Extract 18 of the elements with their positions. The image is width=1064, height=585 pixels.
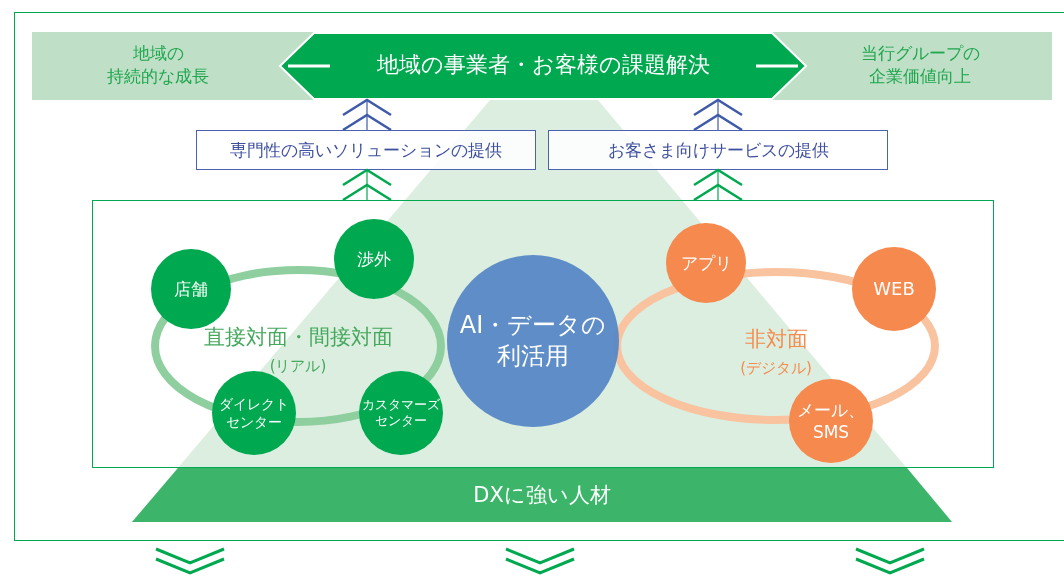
channel-sublabel: (デジタル) <box>739 358 813 378</box>
channel-label: 非対面 <box>743 326 809 353</box>
goal-text: 当行グループの企業価値向上 <box>859 42 981 88</box>
hexagon-banner <box>278 32 808 100</box>
channel-circle: メール、SMS <box>789 379 873 463</box>
channel-circle: WEB <box>852 247 936 331</box>
channel-circle: アプリ <box>666 223 746 303</box>
pyramid-shape <box>132 100 952 522</box>
goal-band <box>32 32 1052 100</box>
service-box: 専門性の高いソリューションの提供 <box>196 130 536 170</box>
group-frame <box>92 200 994 468</box>
data-circle: AI・データの利活用 <box>447 255 619 427</box>
channel-circle: カスタマーズセンター <box>359 371 443 455</box>
channel-circle: 渉外 <box>334 219 414 299</box>
pyramid-label: DXに強い人材 <box>472 482 612 509</box>
goal-text: 地域の持続的な成長 <box>106 42 210 88</box>
service-box: お客さま向けサービスの提供 <box>548 130 888 170</box>
banner-title: 地域の事業者・お客様の課題解決 <box>375 51 711 79</box>
